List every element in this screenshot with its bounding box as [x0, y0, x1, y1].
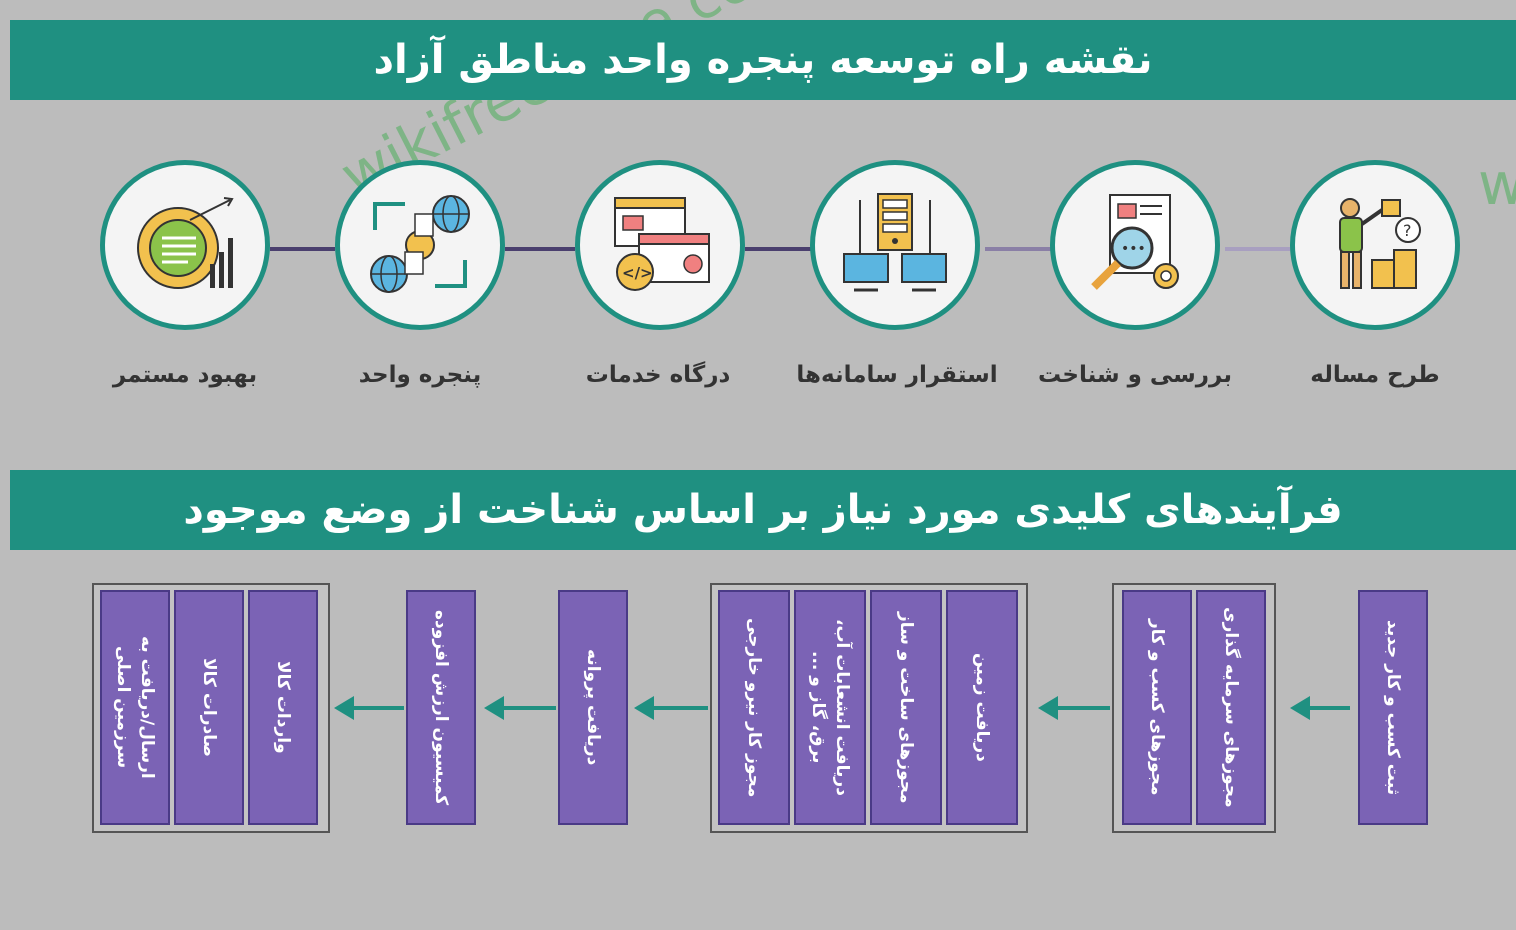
- step-label-portal: درگاه خدمات: [585, 362, 731, 388]
- processes-title-banner: فرآیندهای کلیدی مورد نیاز بر اساس شناخت …: [10, 470, 1516, 550]
- process-box-imports: واردات کالا: [248, 590, 318, 825]
- roadmap-title-banner: نقشه راه توسعه پنجره واحد مناطق آزاد: [10, 20, 1516, 100]
- process-box-land: دریافت زمین: [946, 590, 1018, 825]
- process-text: مجوزهای سرمایه گذاری: [1221, 607, 1241, 808]
- step-label-problem: طرح مساله: [1310, 362, 1440, 388]
- processes-title: فرآیندهای کلیدی مورد نیاز بر اساس شناخت …: [183, 487, 1343, 533]
- arrow-left-icon: [1290, 696, 1350, 720]
- global-exchange-icon: [370, 195, 470, 293]
- process-text: ارسال/دریافت به سرزمین اصلی: [113, 636, 157, 779]
- process-text: مجوزهای ساخت و ساز: [896, 611, 916, 804]
- process-text: کمیسیون ارزش افزوده: [431, 609, 451, 806]
- connector-line: [505, 247, 575, 251]
- process-box-value-added-commission: کمیسیون ارزش افزوده: [406, 590, 476, 825]
- connector-line: [270, 247, 335, 251]
- step-label-improvement: بهبود مستمر: [112, 362, 258, 388]
- connector-line: [745, 247, 815, 251]
- process-box-license: دریافت پروانه: [558, 590, 628, 825]
- process-text: واردات کالا: [273, 661, 293, 754]
- connector-line: [1225, 247, 1290, 251]
- server-network-icon: [843, 193, 947, 292]
- step-circle-single-window: [335, 160, 505, 330]
- problem-puzzle-icon: ?: [1339, 198, 1421, 289]
- connector-line: [985, 247, 1055, 251]
- process-box-construction-permits: مجوزهای ساخت و ساز: [870, 590, 942, 825]
- svg-text:•••: •••: [1121, 241, 1146, 257]
- step-circle-analysis: •••: [1050, 160, 1220, 330]
- step-label-analysis: بررسی و شناخت: [1038, 362, 1232, 388]
- process-box-mainland-transfer: ارسال/دریافت به سرزمین اصلی: [100, 590, 170, 825]
- process-box-utilities: دریافت انشعابات آب، برق، گاز و ...: [794, 590, 866, 825]
- arrow-left-icon: [1038, 696, 1110, 720]
- process-text: دریافت پروانه: [583, 649, 603, 766]
- svg-text:?: ?: [1403, 221, 1412, 240]
- step-circle-improvement: [100, 160, 270, 330]
- process-box-foreign-work-permit: مجوز کار نیرو خارجی: [718, 590, 790, 825]
- analysis-magnifier-icon: •••: [1091, 194, 1179, 290]
- code-browser-icon: </>: [614, 197, 710, 291]
- arrow-left-icon: [334, 696, 404, 720]
- process-text: ثبت کسب و کار جدید: [1383, 619, 1403, 796]
- step-circle-portal: </>: [575, 160, 745, 330]
- step-circle-systems: [810, 160, 980, 330]
- arrow-left-icon: [484, 696, 556, 720]
- process-text: دریافت انشعابات آب، برق، گاز و ...: [808, 619, 852, 796]
- process-box-business-permits: مجوزهای کسب و کار: [1122, 590, 1192, 825]
- process-text: مجوز کار نیرو خارجی: [744, 617, 764, 798]
- process-box-register: ثبت کسب و کار جدید: [1358, 590, 1428, 825]
- step-circle-problem: ?: [1290, 160, 1460, 330]
- process-text: دریافت زمین: [972, 653, 992, 762]
- process-box-investment-permits: مجوزهای سرمایه گذاری: [1196, 590, 1266, 825]
- gear-growth-icon: [137, 197, 234, 289]
- watermark-fragment: wi: [1478, 150, 1516, 218]
- svg-text:</>: </>: [622, 264, 653, 282]
- process-box-exports: صادرات کالا: [174, 590, 244, 825]
- arrow-left-icon: [634, 696, 708, 720]
- process-text: صادرات کالا: [199, 657, 219, 758]
- process-text: مجوزهای کسب و کار: [1147, 619, 1167, 796]
- step-label-systems: استقرار سامانه‌ها: [796, 362, 998, 388]
- step-label-single-window: پنجره واحد: [358, 362, 482, 388]
- roadmap-title: نقشه راه توسعه پنجره واحد مناطق آزاد: [373, 37, 1153, 83]
